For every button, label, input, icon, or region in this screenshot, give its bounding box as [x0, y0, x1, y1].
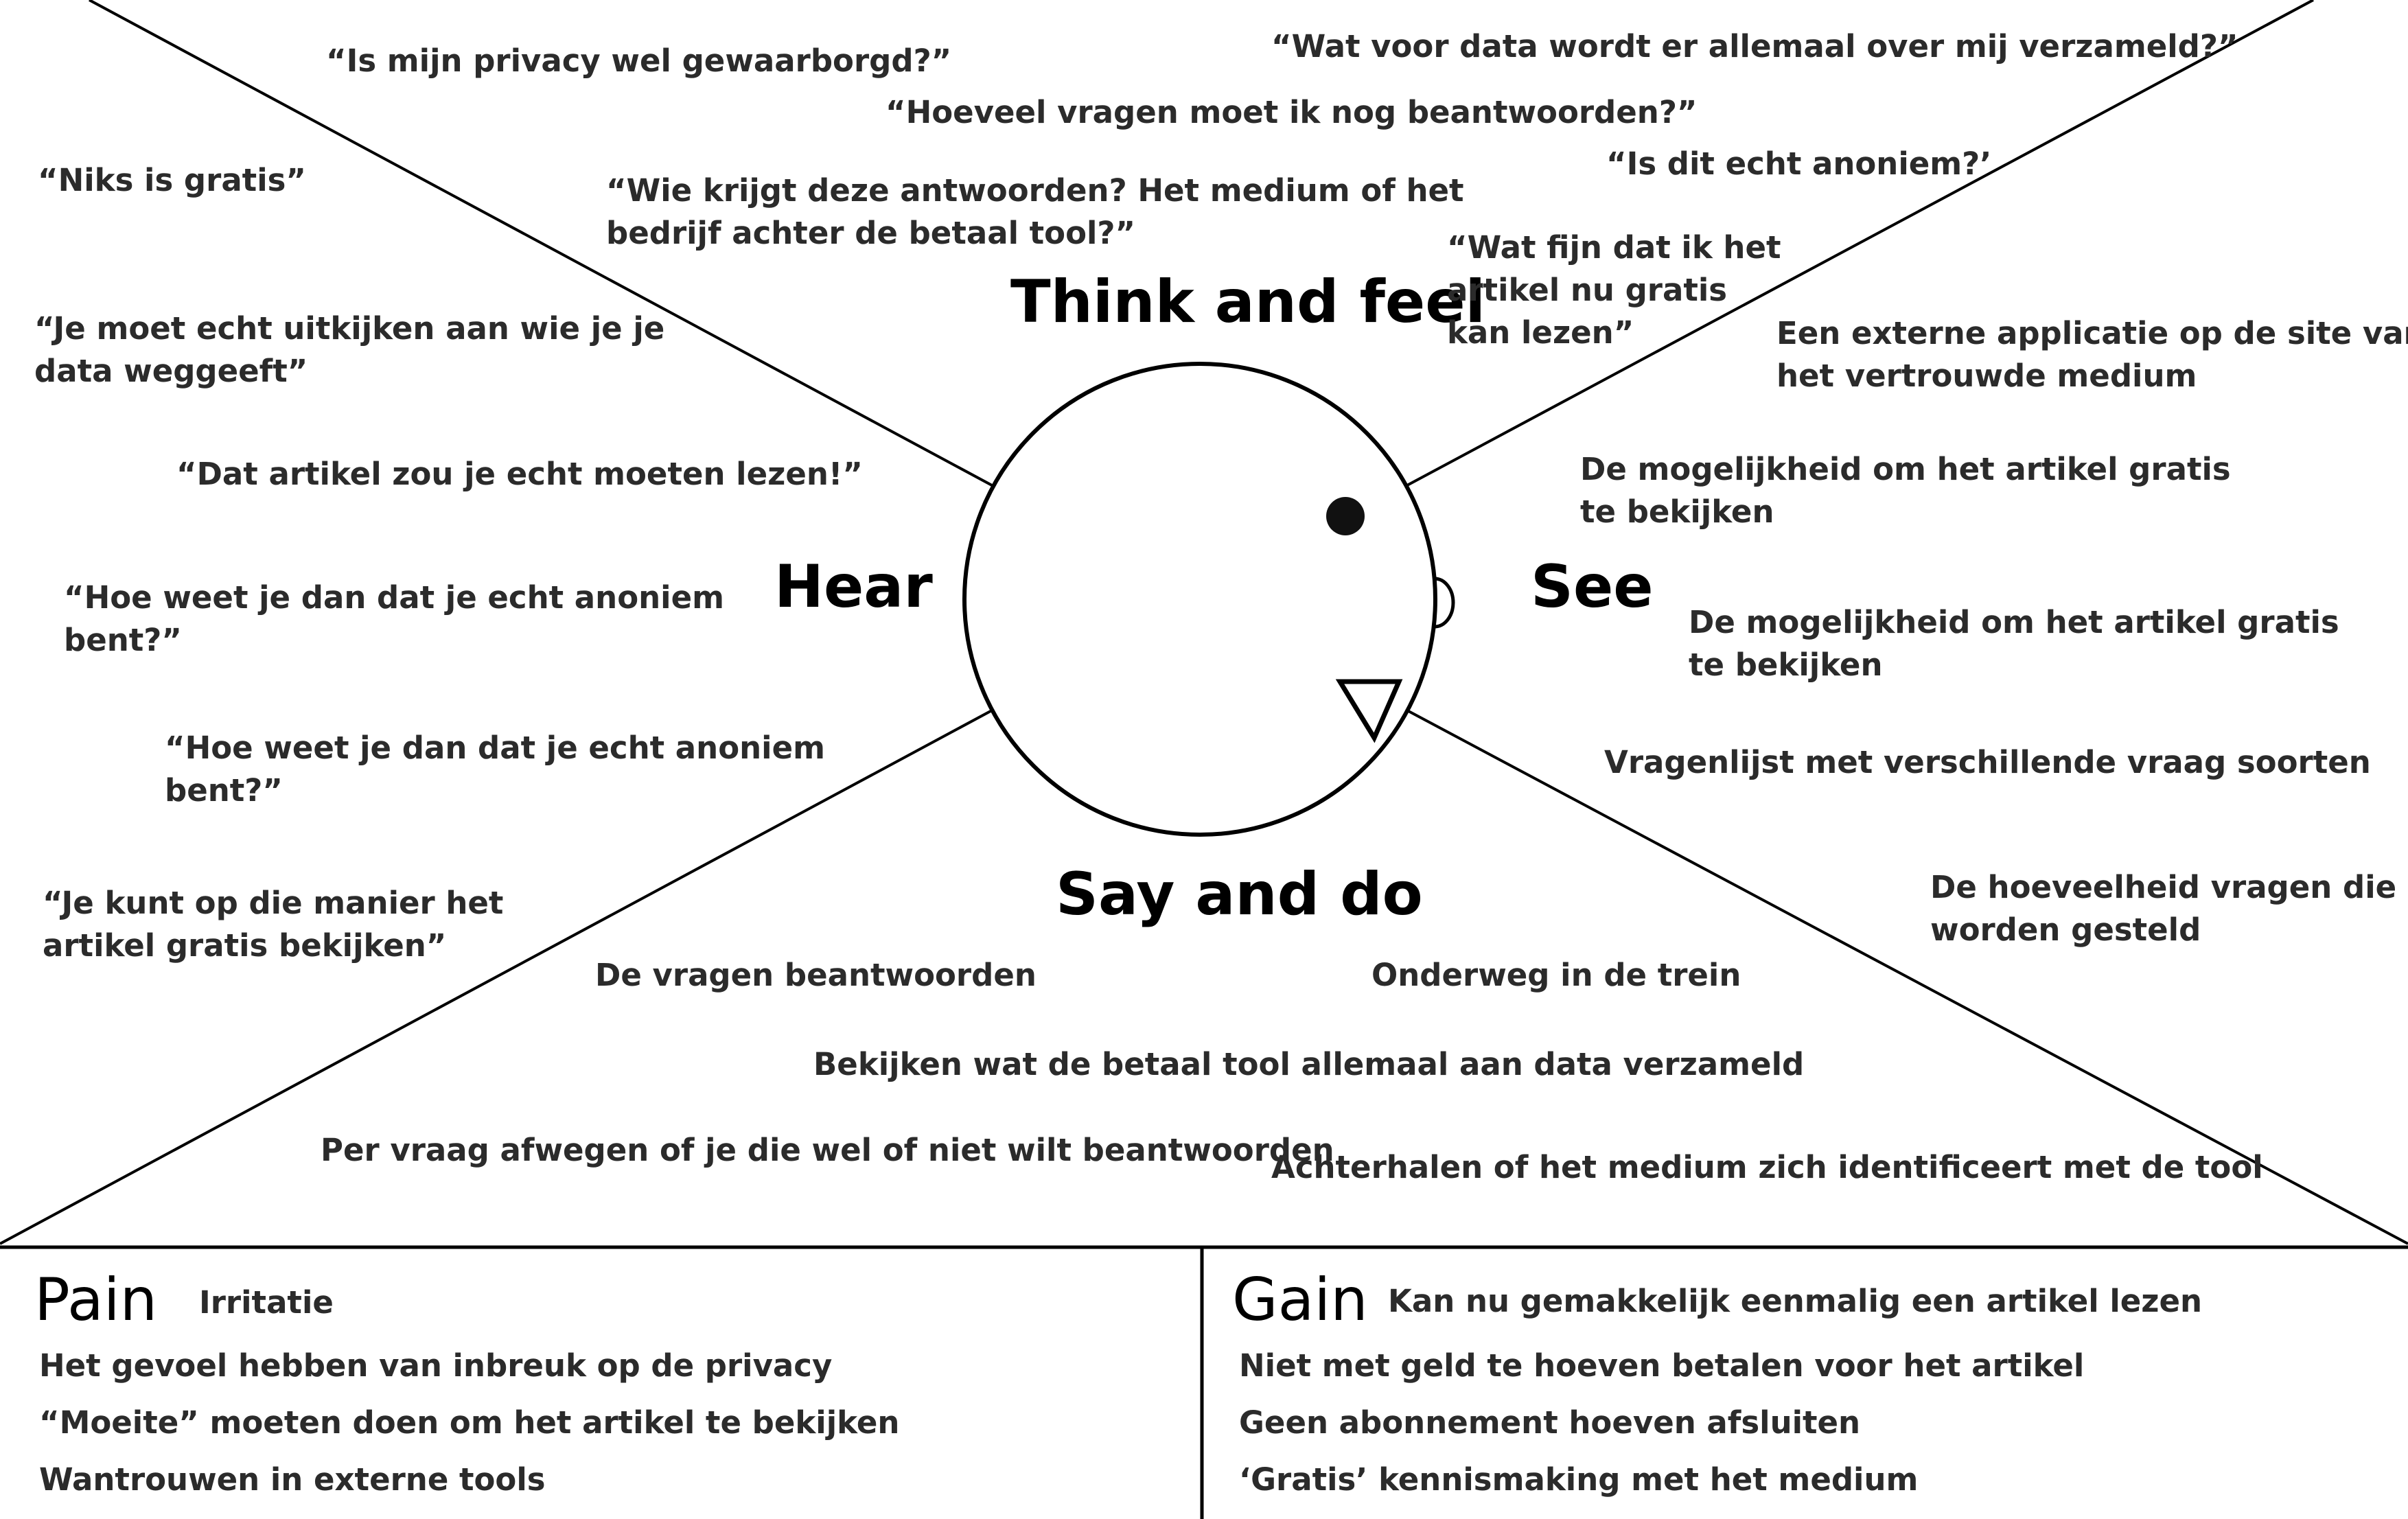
say-and-do-heading: Say and do	[1056, 860, 1423, 929]
hear-note: “Je kunt op die manier het artikel grati…	[43, 885, 504, 964]
think-feel-note: “Is mijn privacy wel gewaarborgd?”	[326, 43, 952, 79]
head-circle	[962, 362, 1437, 837]
pain-item: Irritatie	[199, 1284, 334, 1321]
think-feel-note: “Wat voor data wordt er allemaal over mi…	[1271, 28, 2238, 65]
gain-item: Kan nu gemakkelijk eenmalig een artikel …	[1388, 1283, 2203, 1319]
say-do-note: Bekijken wat de betaal tool allemaal aan…	[813, 1046, 1805, 1082]
pain-item: Het gevoel hebben van inbreuk op de priv…	[39, 1347, 833, 1384]
hear-heading: Hear	[774, 553, 933, 621]
divider-line-bottom-left	[0, 709, 993, 1245]
eye-icon	[1326, 497, 1365, 535]
say-do-note: De vragen beantwoorden	[595, 957, 1037, 993]
hear-note: “Hoe weet je dan dat je echt anoniem ben…	[165, 730, 825, 809]
say-do-note: Per vraag afwegen of je die wel of niet …	[321, 1132, 1334, 1168]
see-note: De mogelijkheid om het artikel gratis te…	[1689, 604, 2339, 683]
pain-item: “Moeite” moeten doen om het artikel te b…	[39, 1404, 900, 1441]
gain-heading: Gain	[1232, 1266, 1368, 1334]
divider-line-bottom-right	[1406, 709, 2408, 1245]
hear-note: “Dat artikel zou je echt moeten lezen!”	[176, 456, 863, 492]
see-note: De hoeveelheid vragen die worden gesteld	[1930, 869, 2397, 948]
pain-item: Wantrouwen in externe tools	[39, 1461, 546, 1498]
see-note: Vragenlijst met verschillende vraag soor…	[1604, 744, 2371, 780]
mouth-icon	[1335, 679, 1403, 743]
hear-note: “Je moet echt uitkijken aan wie je je da…	[34, 310, 665, 389]
think-feel-note: “Wie krijgt deze antwoorden? Het medium …	[606, 172, 1464, 251]
see-note: De mogelijkheid om het artikel gratis te…	[1580, 451, 2231, 530]
see-heading: See	[1531, 553, 1654, 621]
hear-note: “Hoe weet je dan dat je echt anoniem ben…	[64, 579, 724, 658]
think-feel-note: “Hoeveel vragen moet ik nog beantwoorden…	[885, 94, 1698, 130]
think-feel-note: “Is dit echt anoniem?’	[1606, 146, 1992, 182]
ear-icon	[1434, 577, 1455, 629]
gain-item: ‘Gratis’ kennismaking met het medium	[1239, 1461, 1919, 1498]
divider-line-top-left	[89, 0, 993, 487]
divider-line-top-right	[1406, 0, 2314, 487]
say-do-note: Achterhalen of het medium zich identific…	[1271, 1149, 2263, 1185]
think-feel-note: “Wat fijn dat ik het artikel nu gratis k…	[1447, 229, 1781, 351]
think-and-feel-heading: Think and feel	[1010, 268, 1486, 336]
say-do-note: Onderweg in de trein	[1371, 957, 1741, 993]
gain-item: Geen abonnement hoeven afsluiten	[1239, 1404, 1861, 1441]
pain-heading: Pain	[34, 1266, 158, 1334]
hear-note: “Niks is gratis”	[38, 162, 306, 198]
see-note: Een externe applicatie op de site van he…	[1776, 315, 2408, 394]
gain-item: Niet met geld te hoeven betalen voor het…	[1239, 1347, 2085, 1384]
